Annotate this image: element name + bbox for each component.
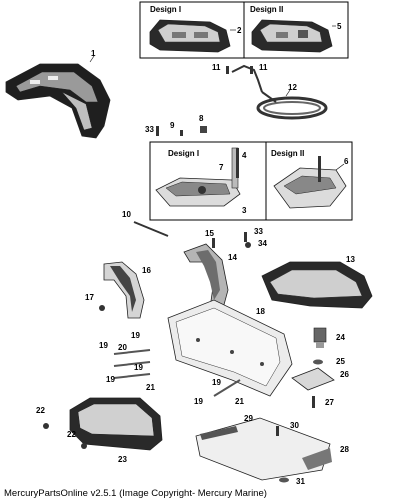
callout-21-left: 21 [146,383,155,392]
part-17-screw[interactable] [99,305,105,311]
callout-13: 13 [346,255,355,264]
copyright-footer: MercuryPartsOnline v2.5.1 (Image Copyrig… [4,488,267,499]
callout-6: 6 [344,157,349,166]
callout-17: 17 [85,293,94,302]
callout-1: 1 [91,49,96,58]
callout-5: 5 [337,22,342,31]
callout-22-bottom: 22 [67,430,76,439]
part-10-link-rod[interactable] [133,221,169,237]
callout-18: 18 [256,307,265,316]
part-2-cover[interactable] [149,19,231,53]
callout-19-b: 19 [99,341,108,350]
part-18-housing-plate[interactable] [167,299,293,397]
part-33-screw-top[interactable] [156,126,159,136]
callout-10: 10 [122,210,131,219]
part-30-screw[interactable] [276,426,279,436]
callout-19-a: 19 [131,331,140,340]
part-1-top-cowl[interactable] [5,63,111,139]
callout-2: 2 [237,26,242,35]
part-22-screw-bottom[interactable] [81,443,87,449]
callout-25: 25 [336,357,345,366]
part-4-lever[interactable] [236,148,239,178]
part-11-screw-left[interactable] [226,66,229,74]
callout-7: 7 [219,163,224,172]
part-24-knob[interactable] [313,327,327,348]
design-box-top: Design I Design II 2 5 [139,1,349,59]
callout-30: 30 [290,421,299,430]
part-3-throttle-assembly[interactable] [155,147,241,207]
callout-11-right: 11 [259,63,268,72]
callout-19-e: 19 [212,378,221,387]
part-12-throttle-cable[interactable] [231,64,328,120]
design-box-middle: Design I Design II 4 7 3 6 [149,141,353,221]
box-title-design-2-top: Design II [250,5,283,14]
callout-31: 31 [296,477,305,486]
callout-11-left: 11 [212,63,221,72]
box-title-design-1-middle: Design I [168,149,199,158]
part-22-screw-top[interactable] [43,423,49,429]
box-title-design-1-top: Design I [150,5,181,14]
pins-group-left[interactable] [113,349,151,379]
part-26-bracket[interactable] [291,367,335,391]
callout-21-middle: 21 [235,397,244,406]
part-16-side-plate[interactable] [103,261,145,319]
callout-19-d: 19 [106,375,115,384]
part-23-handle-cover[interactable] [69,397,163,451]
part-27-screw[interactable] [312,396,315,408]
callout-23: 23 [118,455,127,464]
part-25-washer[interactable] [313,359,323,365]
callout-19-f: 19 [194,397,203,406]
part-15-screw[interactable] [212,238,215,248]
callout-34: 34 [258,239,267,248]
part-31-washer[interactable] [279,477,289,483]
part-11-screw-right[interactable] [250,66,253,74]
callout-14: 14 [228,253,237,262]
callout-33-middle: 33 [254,227,263,236]
part-8-nut[interactable] [200,126,207,133]
callout-27: 27 [325,398,334,407]
callout-15: 15 [205,229,214,238]
part-14-mounting-bracket[interactable] [183,243,229,313]
part-28-base-plate[interactable] [195,417,332,481]
callout-8: 8 [199,114,204,123]
part-34-washer[interactable] [245,242,251,248]
part-5-cover[interactable] [251,19,333,53]
callout-28: 28 [340,445,349,454]
callout-19-c: 19 [134,363,143,372]
part-13-bottom-cowl[interactable] [261,261,373,309]
box-title-design-2-middle: Design II [271,149,304,158]
callout-4: 4 [242,151,247,160]
part-6-throttle-assembly[interactable] [273,156,347,209]
callout-20: 20 [118,343,127,352]
part-33-screw-middle[interactable] [244,232,247,242]
callout-29: 29 [244,414,253,423]
callout-26: 26 [340,370,349,379]
pins-group-middle[interactable] [213,379,241,397]
callout-9: 9 [170,121,175,130]
callout-3: 3 [242,206,247,215]
part-29-strip[interactable] [200,426,238,440]
callout-22-top: 22 [36,406,45,415]
callout-12: 12 [288,83,297,92]
callout-33-top: 33 [145,125,154,134]
part-9-screw[interactable] [180,130,183,136]
callout-24: 24 [336,333,345,342]
callout-16: 16 [142,266,151,275]
